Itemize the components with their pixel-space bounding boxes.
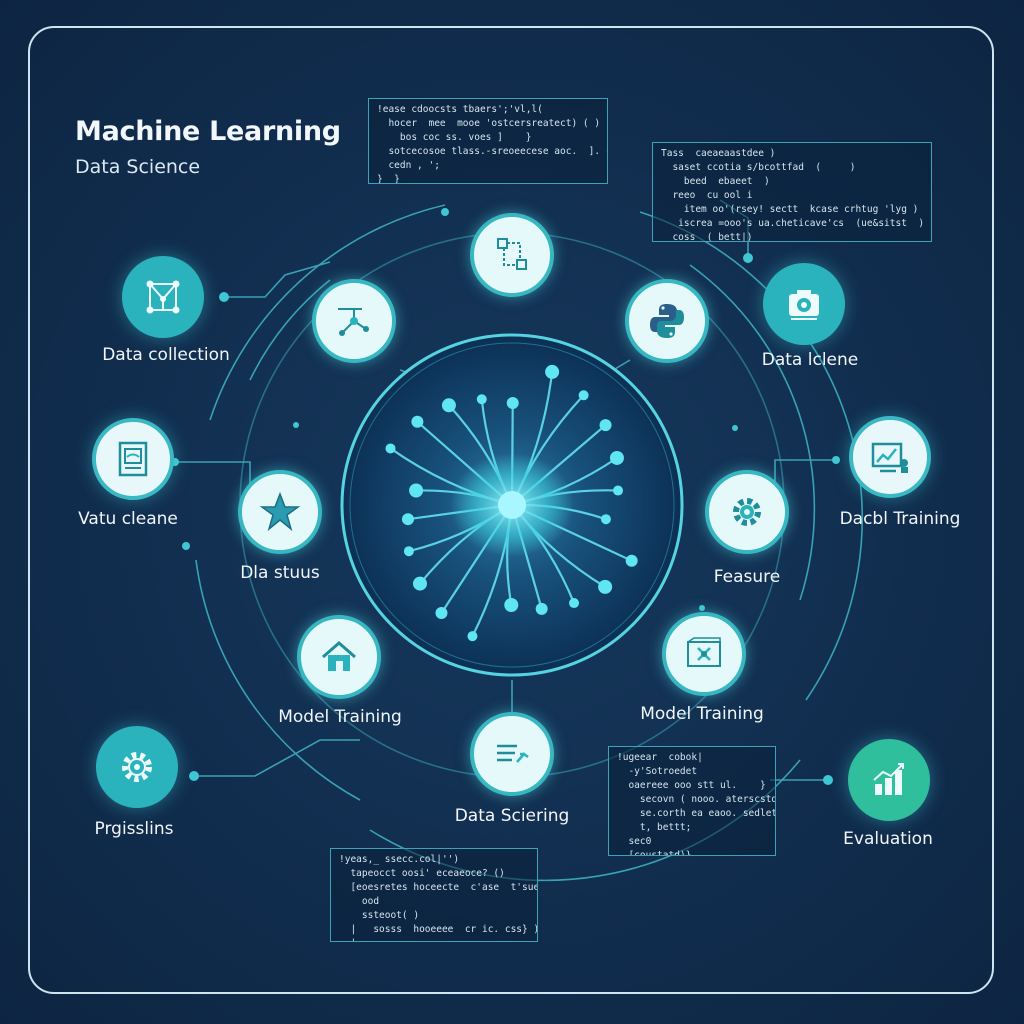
dendrite-tip (578, 390, 589, 401)
inner-node-lower-right[interactable] (662, 612, 746, 696)
code-line: Tass caeaeaastdee ) (661, 148, 776, 159)
code-line: sec0 (617, 836, 652, 847)
code-line: beed ebaeet ) (661, 176, 770, 187)
blueprint-icon (687, 637, 721, 667)
inner-node-upper-left[interactable] (312, 279, 396, 363)
code-line: secovn ( nooo. aterscstde (617, 794, 776, 805)
document-frame-icon (118, 441, 148, 477)
code-line: reeo cu ool i (661, 190, 753, 201)
camera-device-icon (789, 290, 819, 320)
outer-node-dacbl-training[interactable] (849, 416, 931, 498)
outer-node-prgisslins[interactable] (96, 726, 178, 808)
dendrite-tip (435, 607, 448, 620)
code-block-bottom-center: !yeas,_ ssecc.col|'') tapeocct oosi' ece… (330, 848, 538, 942)
dendrite-tip (411, 415, 424, 428)
code-block-bottom-right: !ugeear cobok| -y'Sotroedet oaereee ooo … (608, 746, 776, 856)
dendrite-tip (535, 602, 548, 615)
diagram-subtitle: Data Science (75, 156, 201, 178)
outer-node-vatu-cleane[interactable] (92, 418, 174, 500)
dendrite-tip (401, 513, 414, 526)
dendrite-tip (467, 631, 478, 642)
neuron-core-icon (340, 333, 684, 677)
dendrite-tip (569, 598, 580, 609)
code-line: ssteoot( ) (339, 910, 420, 921)
code-line: [eoesretes hoceecte c'ase t'sueelst ]} (350, 882, 537, 893)
flow-diagram-icon (497, 238, 527, 270)
star-icon (259, 491, 301, 532)
label-model-training-right: Model Training (640, 704, 764, 724)
label-dla-stuus: Dla stuus (240, 563, 320, 583)
code-line: -y'Sotroedet (617, 766, 698, 777)
gear-cog-icon (122, 752, 152, 782)
label-data-collection: Data collection (102, 345, 230, 365)
outer-node-evaluation[interactable] (848, 739, 930, 821)
connected-points-icon (338, 308, 369, 336)
code-line: } } (377, 174, 400, 184)
dendrite-tip (506, 397, 519, 410)
code-line: iscrea =ooo's ua.cheticave'cs (ue&sitst … (661, 218, 925, 229)
dendrite-tip (504, 597, 519, 612)
dendrite-tip (476, 394, 487, 405)
code-line: oaereee ooo stt ul. } (617, 780, 766, 791)
inner-node-left[interactable] (238, 470, 322, 554)
label-data-iclene: Data lclene (761, 350, 859, 370)
dendrite-tip (598, 579, 613, 594)
label-vatu-cleane: Vatu cleane (78, 509, 178, 529)
code-line: [coustatd)} (617, 850, 692, 856)
code-line: ood (339, 896, 380, 907)
diagram-title: Machine Learning (75, 116, 341, 147)
dendrite-tip (545, 364, 560, 379)
code-line: saset ccotia s/bcottfad ( ) (661, 162, 856, 173)
dendrite-tip (409, 483, 424, 498)
label-data-sciering: Data Sciering (454, 806, 570, 826)
dendrite-tip (412, 576, 427, 591)
inner-node-lower-left[interactable] (297, 615, 381, 699)
inner-node-top[interactable] (470, 213, 554, 297)
code-block-top-right: Tass caeaeaastdee ) saset ccotia s/bcott… (652, 142, 932, 242)
python-logo-icon (650, 304, 684, 338)
code-line: item oo'(rsey! sectt kcase crhtug 'lyg ) (661, 204, 919, 215)
code-line: hocer mee mooe 'ostcersreatect) ( ) (377, 118, 601, 129)
dendrite-tip (600, 514, 611, 525)
dendrite-tip (385, 443, 396, 454)
outer-node-data-collection[interactable] (122, 256, 204, 338)
code-line: tapeocct oosi' eceaeoce? () (339, 868, 505, 879)
dendrite-tip (625, 554, 638, 567)
inner-node-right[interactable] (705, 470, 789, 554)
label-evaluation: Evaluation (843, 829, 933, 849)
code-line: coss ( bett|) (661, 232, 753, 242)
outer-node-data-iclene[interactable] (763, 263, 845, 345)
label-model-training-left: Model Training (278, 707, 402, 727)
dendrite-tip (403, 546, 414, 557)
code-line: | sosss hooeeee cr ic. css} )} (339, 924, 538, 935)
code-line: sotcecosoe tlass.-sreoeecese aoc. ]. {o} (377, 146, 608, 157)
inner-node-bottom[interactable] (470, 712, 554, 796)
code-line: !ease cdoocsts tbaers';'vl,l( (377, 104, 543, 115)
analytics-monitor-icon (871, 442, 908, 473)
dendrite-tip (599, 419, 612, 432)
code-block-top-center: !ease cdoocsts tbaers';'vl,l( hocer mee … (368, 98, 608, 184)
label-dacbl-training: Dacbl Training (839, 509, 961, 529)
label-feasure: Feasure (713, 567, 781, 587)
bar-chart-icon (873, 763, 904, 795)
inner-node-upper-right[interactable] (625, 279, 709, 363)
code-line: bos coc ss. voes ] } (377, 132, 532, 143)
dendrite-tip (609, 450, 624, 465)
code-line: !ugeear cobok| (617, 752, 703, 763)
network-nodes-icon (146, 280, 180, 314)
cog-icon (733, 498, 761, 526)
diagram-frame (28, 26, 994, 994)
code-line: t, bettt; (617, 822, 692, 833)
house-icon (322, 641, 356, 671)
list-arrow-icon (497, 744, 529, 763)
code-line: !yeas,_ ssecc.col|'') (339, 854, 460, 865)
label-prgisslins: Prgisslins (94, 819, 174, 839)
dendrite-tip (613, 485, 624, 496)
code-line: cedn , '; (377, 160, 440, 171)
code-line: | (339, 937, 529, 941)
dendrite-tip (441, 398, 456, 413)
